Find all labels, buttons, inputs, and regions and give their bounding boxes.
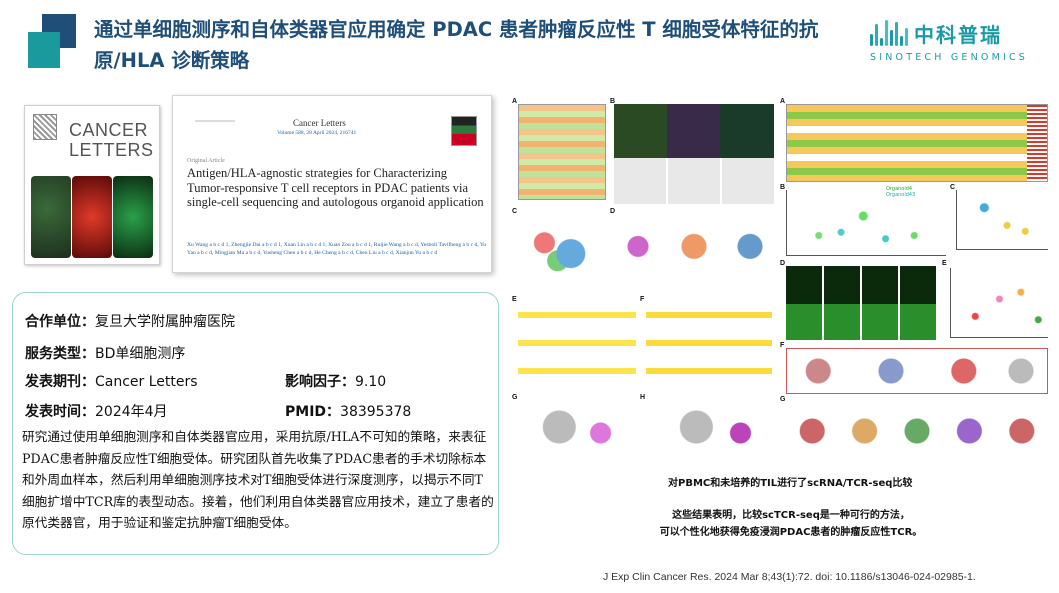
info-box: 合作单位：复旦大学附属肿瘤医院 服务类型：BD单细胞测序 发表期刊：Cancer… [12,292,499,555]
journal-row: 发表期刊：Cancer Letters [25,371,198,391]
paper-article-type: Original Article [187,158,225,164]
date-value: 2024年4月 [95,404,168,420]
impact-value: 9.10 [355,374,387,390]
paper-abstract-card: Cancer Letters Volume 588, 28 April 2024… [172,95,492,273]
panel-letter-g: G [512,394,518,401]
right-panel-letter-f: F [780,342,785,349]
panel-letter-d: D [610,208,616,215]
right-panel-a-table [786,104,1048,182]
right-panel-g-umaps [786,402,1048,460]
date-label: 发表时间： [25,404,95,420]
paper-header-mark [195,120,235,122]
decorative-logo-squares [28,14,82,70]
caption-2-line1: 这些结果表明，比较scTCR-seq是一种可行的方法， [672,510,910,521]
right-panel-letter-a: A [780,98,786,105]
figure-caption-1: 对PBMC和未培养的TIL进行了scRNA/TCR-seq比较 [668,478,913,489]
right-panel-f-umaps [786,348,1048,394]
panel-letter-a: A [512,98,518,105]
study-description: 研究通过使用单细胞测序和自体类器官应用，采用抗原/HLA不可知的策略，来表征PD… [22,429,494,530]
panel-f-tcr-bars [646,304,772,388]
panel-letter-c: C [512,208,518,215]
paper-cover-thumbnail [451,116,477,146]
panel-e-tcr-bars [518,304,636,388]
panel-letter-f: F [640,296,645,303]
legend-organoid43: Organoid43 [886,192,916,198]
teal-square [28,32,60,68]
slide-title: 通过单细胞测序和自体类器官应用确定 PDAC 患者肿瘤反应性 T 细胞受体特征的… [94,18,819,72]
journal-label: 发表期刊： [25,374,95,390]
caption-2-line2: 可以个性化地获得免疫浸润PDAC患者的肿瘤反应性TCR。 [659,527,923,538]
panel-letter-b: B [610,98,616,105]
journal-value: Cancer Letters [95,374,198,390]
journal-cover-image: CANCER LETTERS [24,105,160,265]
right-panel-letter-d: D [780,260,786,267]
partner-label: 合作单位： [25,314,95,330]
right-panel-c-dotplot [956,190,1048,250]
impact-row: 影响因子：9.10 [285,371,386,391]
date-row: 发表时间：2024年4月 [25,401,168,421]
pmid-value: 38395378 [340,404,412,420]
right-panel-letter-b: B [780,184,786,191]
panel-c-umap [518,214,606,286]
right-panel-letter-c: C [950,184,956,191]
panel-letter-h: H [640,394,646,401]
panel-d-umaps [614,214,774,286]
panel-a-table [518,104,606,200]
cover-title: CANCER LETTERS [69,120,154,160]
research-figure: A B C D E F G H A B Organoid4 Organoid43… [510,96,1053,467]
publisher-emblem-icon [33,114,57,140]
panel-b-lower [614,158,774,204]
paper-journal: Cancer Letters [293,118,346,128]
figure-caption-2: 这些结果表明，比较scTCR-seq是一种可行的方法， 可以个性化地获得免疫浸润… [632,507,950,541]
cover-art [31,176,153,258]
partner-row: 合作单位：复旦大学附属肿瘤医院 [25,311,235,331]
paper-volume: Volume 588, 28 April 2024, 216741 [277,130,357,136]
brand-name-cn: 中科普瑞 [914,23,1002,47]
paper-authors: Xu Wang a b c d 1, Zhengjie Dai a b c d … [187,242,487,256]
partner-value: 复旦大学附属肿瘤医院 [95,314,235,330]
service-value: BD单细胞测序 [95,346,186,362]
panel-h-umap [646,400,772,460]
right-panel-b-dotplot [786,190,946,256]
right-panel-letter-e: E [942,260,947,267]
brand-name-en: SINOTECH GENOMICS [870,52,1029,63]
impact-label: 影响因子： [285,374,355,390]
right-panel-d-organoid-images-bright [786,304,938,340]
brand-logo: 中科普瑞 SINOTECH GENOMICS [870,18,1050,68]
cover-title-line1: CANCER [69,120,149,140]
panel-letter-e: E [512,296,517,303]
pmid-row: PMID：38395378 [285,401,411,421]
citation: J Exp Clin Cancer Res. 2024 Mar 8;43(1):… [603,571,976,583]
service-label: 服务类型： [25,346,95,362]
right-panel-letter-g: G [780,396,786,403]
pmid-label: PMID： [285,404,341,420]
right-panel-e-lineplot [950,268,1048,338]
legend-organoid4: Organoid4 [886,186,913,192]
paper-title: Antigen/HLA-agnostic strategies for Char… [187,166,484,209]
service-row: 服务类型：BD单细胞测序 [25,343,185,363]
brand-bars-icon [870,18,910,46]
cover-title-line2: LETTERS [69,140,154,160]
panel-g-umap [518,400,636,460]
